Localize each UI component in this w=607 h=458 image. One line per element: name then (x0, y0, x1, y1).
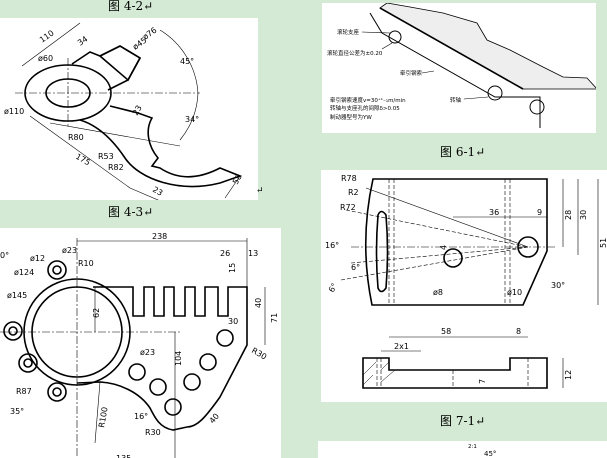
dim-label: R53 (98, 152, 114, 161)
dim-label: ø12 (30, 254, 45, 263)
dim-label: 135 (116, 454, 131, 458)
dim-label: 34 (76, 34, 90, 47)
dim-label: 34° (185, 115, 199, 124)
dim-label: ø110 (4, 107, 24, 116)
dim-label: 8 (516, 327, 521, 336)
partial-bottom-svg: 2:1 45° (468, 444, 496, 458)
comb-plate-svg: 238 26 13 15 ø23 ø12 R10 ø124 ø145 62 40… (0, 232, 279, 458)
drawing-slotted-plate: R78 R2 R72 16° 6° 6° 4 36 9 28 30 51 ø8 … (321, 170, 607, 402)
dim-label: ø10 (507, 288, 522, 297)
dim-label: R30 (145, 428, 161, 437)
dim-label: R87 (16, 387, 32, 396)
cable-roller-svg: 滚轮支座 滚轮直径公差为±0.20 牵引钢索 转轴 牵引钢索速度v=30⁺¹₋₁… (327, 3, 596, 128)
note-line: 转轴与支座孔的间隙δ>0.05 (330, 104, 400, 112)
caption-fig-4-3: 图 4-3↵ (108, 205, 154, 219)
dim-label: 175 (74, 152, 92, 167)
dim-label: 110 (38, 29, 56, 45)
dim-label: 30 (228, 317, 238, 326)
dim-label: 12 (564, 370, 573, 380)
dim-label: 45° (484, 450, 496, 458)
drawing-cable-roller: 滚轮支座 滚轮直径公差为±0.20 牵引钢索 转轴 牵引钢索速度v=30⁺¹₋₁… (322, 3, 596, 133)
label-roller-tolerance: 滚轮直径公差为±0.20 (327, 49, 383, 57)
dim-label: 6° (351, 263, 360, 272)
dim-label: ø60 (38, 54, 53, 63)
dim-label: 15 (228, 263, 237, 273)
dim-label: 7 (478, 379, 487, 384)
drawing-isometric-part: 110 34 ø76 ø45 ø60 45° ø110 R80 23 34° R… (0, 18, 258, 200)
dim-label: R2 (348, 188, 359, 197)
dim-label: 6° (327, 282, 339, 294)
drawing-comb-plate: 238 26 13 15 ø23 ø12 R10 ø124 ø145 62 40… (0, 228, 281, 458)
dim-label: ø8 (433, 288, 443, 297)
dim-label: R30 (250, 346, 268, 362)
dim-label: ø23 (140, 348, 155, 357)
caption-fig-4-2: 图 4-2↵ (108, 0, 154, 13)
caption-fig-6-1: 图 6-1↵ (440, 145, 486, 159)
dim-label: 0° (0, 251, 9, 260)
dim-label: 9 (537, 208, 542, 217)
dim-label: 23 (151, 185, 164, 198)
dim-label: ø23 (62, 246, 77, 255)
lug-holes (3, 260, 67, 402)
note-line: 牵引钢索速度v=30⁺¹₋₁m/min (330, 96, 406, 104)
return-mark: ↵ (256, 186, 264, 196)
dim-label: 16° (134, 412, 148, 421)
dim-label: R80 (68, 133, 84, 142)
slotted-plate-svg: R78 R2 R72 16° 6° 6° 4 36 9 28 30 51 ø8 … (325, 174, 607, 389)
dim-label: 30° (551, 281, 565, 290)
dim-label: 71 (270, 313, 279, 323)
dim-label: R72 (340, 203, 356, 212)
label-traction-cable: 牵引钢索 (400, 69, 423, 77)
dim-label: ø124 (14, 268, 34, 277)
dim-label: 58 (231, 173, 244, 186)
dim-label: 2x1 (394, 342, 409, 351)
dim-label: 40 (254, 298, 263, 308)
dim-label: 28 (564, 210, 573, 220)
dim-label: R100 (97, 406, 109, 428)
note-line: 制动器型号为YW (330, 113, 372, 121)
dim-label: 36 (489, 208, 499, 217)
dim-label: 40 (208, 412, 221, 426)
dim-label: R82 (108, 163, 124, 172)
dim-label: 13 (248, 249, 258, 258)
dim-label: 23 (131, 104, 144, 117)
dim-label: 51 (599, 238, 607, 248)
dim-label: 45° (180, 57, 194, 66)
dim-label: 238 (152, 232, 167, 241)
label-roller-support: 滚轮支座 (337, 28, 360, 36)
isometric-part-svg: 110 34 ø76 ø45 ø60 45° ø110 R80 23 34° R… (4, 22, 244, 200)
dim-label: R78 (341, 174, 357, 183)
dim-label: 4 (439, 245, 448, 250)
dim-label: 16° (325, 241, 339, 250)
label-shaft: 转轴 (450, 96, 462, 104)
dim-label: R10 (78, 259, 94, 268)
caption-fig-7-1: 图 7-1↵ (440, 414, 486, 428)
scale-label: 2:1 (468, 444, 477, 450)
drawing-partial-bottom: 2:1 45° (318, 441, 607, 458)
dim-label: 35° (10, 407, 24, 416)
dim-label: 104 (174, 351, 183, 366)
dim-label: 58 (441, 327, 451, 336)
dim-label: 30 (579, 210, 588, 220)
dim-label: 62 (92, 308, 101, 318)
dim-label: 26 (220, 249, 230, 258)
dim-label: ø145 (7, 291, 27, 300)
bolt-holes (128, 329, 234, 416)
